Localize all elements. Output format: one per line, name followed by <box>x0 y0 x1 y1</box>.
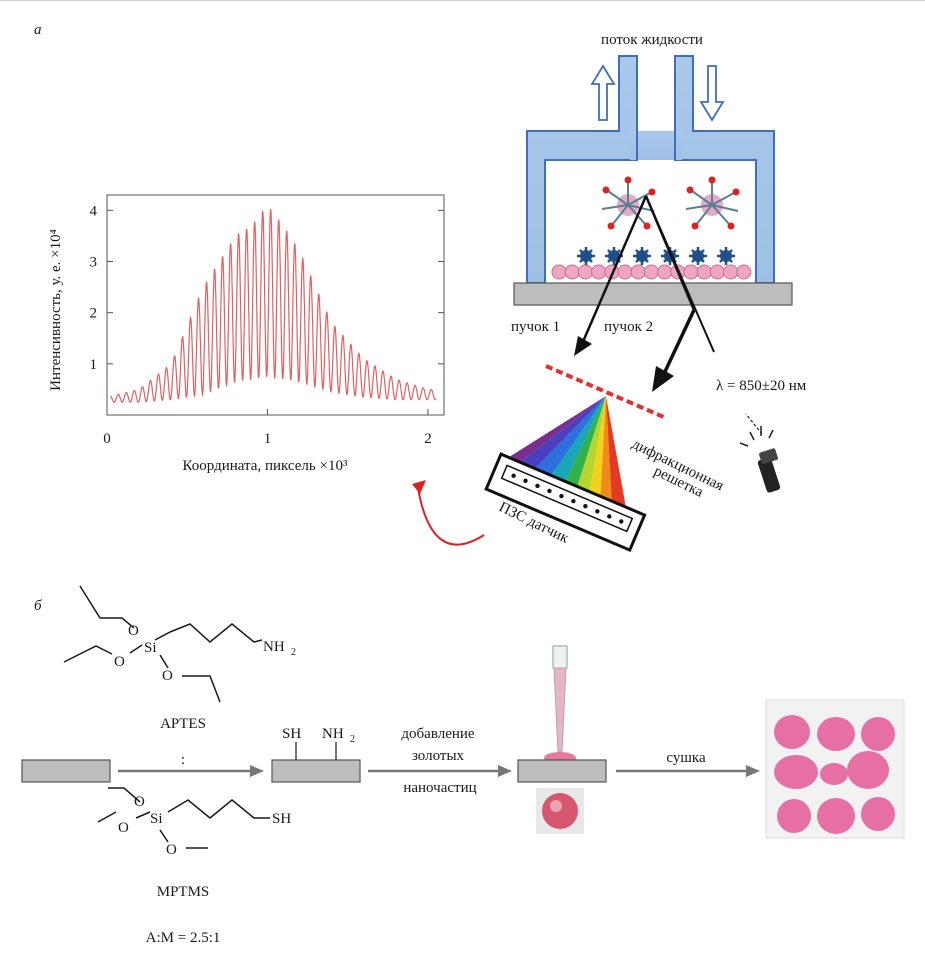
beam-1-label: пучок 1 <box>511 319 560 335</box>
aptes-name: APTES <box>160 716 206 732</box>
step1-line2: золотых <box>412 748 465 764</box>
chart-ticks <box>106 209 444 415</box>
light-source-icon <box>739 413 781 493</box>
gold-nanoparticle <box>564 264 580 280</box>
antibody-icon <box>689 247 707 265</box>
gold-nanoparticle <box>630 264 646 280</box>
aptes-si: Si <box>144 640 157 656</box>
mptms-o1: O <box>134 794 145 810</box>
beam-2-arrowhead <box>652 366 674 392</box>
antibody-icon <box>577 247 595 265</box>
surface-nh: NH <box>322 726 344 742</box>
chart-series-line <box>110 208 437 403</box>
mptms-structure <box>97 787 270 849</box>
step1-line1: добавление <box>401 726 475 742</box>
dried-spots-photo <box>765 699 905 839</box>
mptms-si: Si <box>150 811 163 827</box>
rotation-arrowhead <box>412 480 426 494</box>
nanoparticle-row <box>551 264 752 280</box>
gold-nanoparticle <box>551 264 567 280</box>
gold-nanoparticle <box>617 264 633 280</box>
chart-xtick-label-0: 0 <box>103 431 111 447</box>
bare-substrate <box>21 759 111 783</box>
chart-ytick-label-4: 4 <box>90 203 98 219</box>
coated-substrate <box>517 759 607 783</box>
panel-label-a: а <box>34 22 42 38</box>
antibody-icon <box>605 247 623 265</box>
chart-xtick-label-1: 1 <box>264 431 272 447</box>
gold-nanoparticle <box>591 264 607 280</box>
aptes-o2: O <box>114 654 125 670</box>
flow-in-arrow <box>699 65 725 122</box>
chart-tick-labels: 0 1 2 1 2 3 4 <box>90 203 432 447</box>
sensor-substrate <box>513 282 793 306</box>
aptes-sub2: 2 <box>291 647 296 658</box>
beam-2-line <box>660 309 696 379</box>
interference-chart: 0 1 2 1 2 3 4 Координата, пиксель ×10³ Интенси… <box>48 194 445 474</box>
gold-nanoparticle <box>577 264 593 280</box>
chart-frame <box>106 194 445 416</box>
aptes-o3: O <box>162 668 173 684</box>
step1-line3: наночастиц <box>403 780 476 796</box>
fluid-flow-label: поток жидкости <box>601 32 703 48</box>
rotation-arrow <box>417 487 485 546</box>
pipette-icon <box>552 645 568 753</box>
ccd-sensor <box>484 452 647 553</box>
ratio-label: A:M = 2.5:1 <box>146 930 221 946</box>
cell-top-bridge <box>630 131 682 160</box>
chart-ytick-label-1: 1 <box>90 357 98 373</box>
gold-nanoparticle <box>709 264 725 280</box>
chart-xlabel: Координата, пиксель ×10³ <box>183 458 348 474</box>
captured-target-2 <box>685 176 740 230</box>
captured-target-1 <box>601 176 656 230</box>
chart-ytick-label-3: 3 <box>90 255 98 271</box>
chart-xtick-label-2: 2 <box>424 431 432 447</box>
arrow-1-head <box>250 765 264 777</box>
antibody-icon <box>633 247 651 265</box>
arrow-3-head <box>746 765 760 777</box>
panel-label-b: б <box>34 598 42 614</box>
cell-wall-right <box>674 55 775 284</box>
antibody-icon <box>717 247 735 265</box>
cell-wall-left <box>526 55 638 284</box>
aptes-o1: O <box>128 623 139 639</box>
flow-cell: поток жидкости <box>513 32 793 306</box>
beam-2-label: пучок 2 <box>604 319 653 335</box>
gold-nanoparticle <box>696 264 712 280</box>
chart-ytick-label-2: 2 <box>90 306 98 322</box>
aptes-structure <box>63 585 263 703</box>
beam-1-line <box>580 195 648 345</box>
arrow-2-head <box>498 765 512 777</box>
mptms-o2: O <box>118 820 129 836</box>
gold-nanoparticle <box>723 264 739 280</box>
gold-nanoparticle <box>736 264 752 280</box>
reflected-line <box>644 195 696 311</box>
gold-nanoparticle <box>643 264 659 280</box>
surface-sub2: 2 <box>350 734 355 745</box>
surface-sh: SH <box>282 726 301 742</box>
wavelength-label: λ = 850±20 нм <box>716 378 807 394</box>
optics: пучок 1 пучок 2 λ = 850±20 нм ПЗС датчик… <box>412 195 807 553</box>
gold-nanoparticle <box>657 264 673 280</box>
flow-out-arrow <box>590 64 616 121</box>
aptes-nh: NH <box>263 639 285 655</box>
antibody-row <box>577 247 735 265</box>
chart-ylabel: Интенсивность, у. е. ×10⁴ <box>48 229 64 391</box>
step2-label: сушка <box>666 750 706 766</box>
functionalization-scheme: O O O Si NH 2 APTES : O O O Si SH MPTMS … <box>21 585 905 946</box>
droplet-photo <box>536 788 584 834</box>
spectrum-fan <box>498 396 626 508</box>
mptms-o3: O <box>166 842 177 858</box>
beam-1-arrowhead <box>574 336 592 356</box>
gold-nanoparticle <box>683 264 699 280</box>
ratio-separator: : <box>181 752 185 768</box>
silanized-substrate <box>271 759 361 783</box>
mptms-sh: SH <box>272 811 291 827</box>
mptms-name: MPTMS <box>157 884 210 900</box>
